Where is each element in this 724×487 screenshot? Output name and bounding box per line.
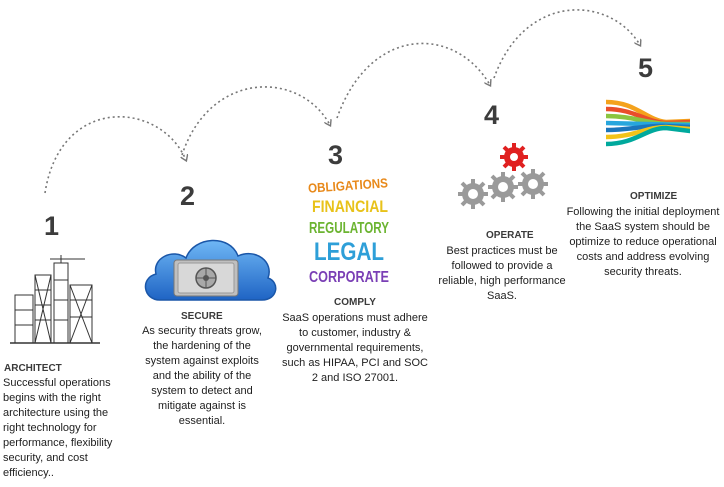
cloud-vault-icon [144,239,277,301]
step-1-number: 1 [44,211,60,241]
word-corporate: CORPORATE [309,269,389,286]
word-regulatory: REGULATORY [309,220,389,237]
word-legal: LEGAL [314,238,384,266]
step-3-description: SaaS operations must adhere to customer,… [282,312,428,384]
word-financial: FINANCIAL [312,197,388,216]
step-1-title: ARCHITECT [4,363,62,374]
step-5-title: OPTIMIZE [630,191,678,202]
arrow-1-to-2 [44,116,186,194]
arrow-3-to-4 [336,42,490,119]
step-4-title: OPERATE [486,230,534,241]
step-4-description: Best practices must be followed to provi… [438,245,566,302]
word-obligations: OBLIGATIONS [308,175,389,196]
step-5-description: Following the initial deployment the Saa… [566,206,720,278]
step-3-title: COMPLY [334,297,376,308]
arrow-2-to-3 [181,86,330,156]
step-2-title: SECURE [181,311,223,322]
step-2-description: As security threats grow, the hardening … [142,325,262,427]
step-4-number: 4 [484,100,500,130]
step-5-number: 5 [638,53,654,83]
step-3-number: 3 [328,140,344,170]
gears-icon [458,143,548,209]
compliance-words-icon: OBLIGATIONS FINANCIAL REGULATORY LEGAL C… [305,168,391,290]
step-2-number: 2 [180,181,196,211]
converging-streams-icon [606,99,690,147]
building-construction-icon [10,255,100,344]
step-1-description: Successful operations begins with the ri… [3,377,113,479]
arrow-4-to-5 [493,9,640,79]
